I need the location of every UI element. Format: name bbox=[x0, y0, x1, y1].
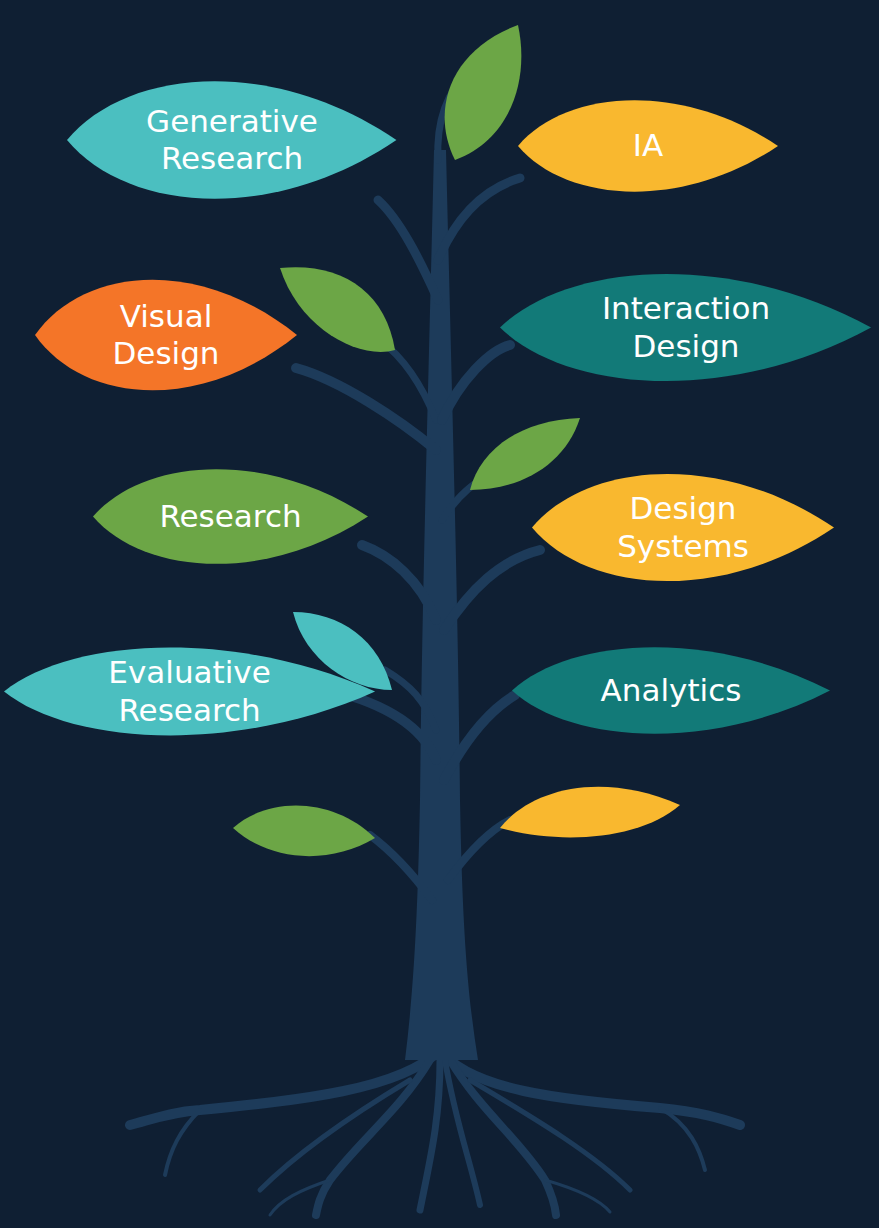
leaf-fill bbox=[4, 648, 375, 736]
leaf-fill bbox=[67, 81, 396, 199]
tree-roots bbox=[130, 1050, 740, 1215]
leaf-content: Interaction Design bbox=[500, 250, 871, 405]
skill-leaf: IA bbox=[518, 80, 778, 212]
skill-leaf: Interaction Design bbox=[500, 250, 871, 405]
leaf-label: Generative Research bbox=[117, 103, 347, 177]
leaf-label: Interaction Design bbox=[556, 290, 816, 364]
skill-leaf: Evaluative Research bbox=[4, 628, 375, 755]
leaf-content: Design Systems bbox=[532, 450, 834, 605]
skill-leaf: Analytics bbox=[512, 628, 830, 753]
leaf-content: Visual Design bbox=[35, 255, 297, 415]
skill-leaf: Generative Research bbox=[67, 55, 396, 225]
skill-leaf: Visual Design bbox=[35, 255, 297, 415]
leaf-content: Evaluative Research bbox=[4, 628, 375, 755]
leaf-content: Analytics bbox=[512, 628, 830, 753]
leaf-content: Generative Research bbox=[67, 55, 396, 225]
leaf-label: Evaluative Research bbox=[60, 654, 320, 728]
leaf-fill bbox=[500, 274, 871, 381]
leaf-label: Research bbox=[159, 498, 301, 535]
leaf-fill bbox=[518, 100, 778, 191]
leaf-label: Visual Design bbox=[76, 298, 256, 372]
leaf-label: Analytics bbox=[601, 672, 742, 709]
leaf-label: Design Systems bbox=[583, 490, 783, 564]
leaf-fill bbox=[532, 474, 834, 581]
leaf-content: Research bbox=[93, 448, 368, 585]
leaf-fill bbox=[512, 647, 830, 733]
leaf-content: IA bbox=[518, 80, 778, 212]
leaf-label: IA bbox=[633, 127, 663, 164]
skill-leaf: Research bbox=[93, 448, 368, 585]
leaf-fill bbox=[35, 280, 297, 391]
skill-leaf: Design Systems bbox=[532, 450, 834, 605]
leaf-fill bbox=[93, 469, 368, 564]
